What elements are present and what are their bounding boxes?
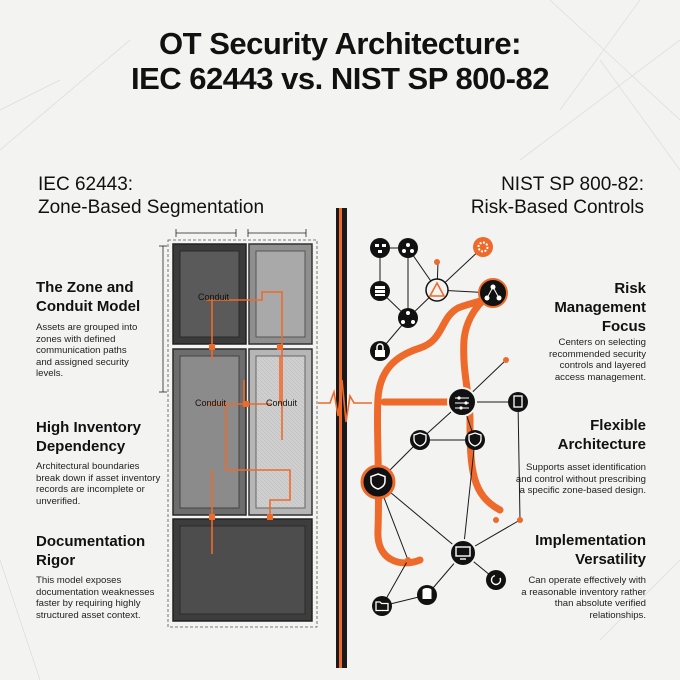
text-line: recommended security (548, 348, 646, 360)
text-line: a reasonable inventory rather (521, 586, 646, 598)
heading-line: Versatility (575, 551, 646, 568)
heading-line: Flexible (590, 417, 646, 434)
text-line: This model exposes (36, 575, 122, 586)
iec-heading: IEC 62443: Zone-Based Segmentation (38, 173, 264, 219)
heading-line: High Inventory (36, 419, 142, 436)
heading-line: Dependency (36, 438, 126, 455)
heading-line: Conduit Model (36, 298, 141, 315)
documentation-text: This model exposes documentation weaknes… (36, 575, 171, 621)
nist-heading-line-2: Risk-Based Controls (470, 197, 644, 218)
zone-conduit-text: Assets are grouped into zones with defin… (36, 322, 171, 380)
shield-icon (410, 430, 430, 450)
lock-icon (370, 341, 390, 361)
text-line: structured asset context. (36, 609, 141, 621)
zone-conduit-heading: The Zone and Conduit Model (36, 278, 171, 316)
heading-line: Architecture (557, 436, 646, 453)
documentation-heading: Documentation Rigor (36, 532, 171, 570)
text-line: faster by requiring highly (36, 598, 141, 610)
heading-line: Rigor (36, 552, 76, 569)
risk-management-text: Centers on selecting recommended securit… (476, 337, 646, 383)
iec-heading-line-1: IEC 62443: (38, 174, 134, 195)
page-title: OT Security Architecture: IEC 62443 vs. … (0, 26, 680, 96)
iec-heading-line-2: Zone-Based Segmentation (38, 197, 265, 218)
folder-icon (372, 596, 392, 616)
conduit-label-2: Conduit (195, 398, 227, 408)
nist-heading-line-1: NIST SP 800-82: (501, 174, 644, 195)
heading-line: Management (554, 299, 646, 316)
inventory-text: Architectural boundaries break down if a… (36, 461, 176, 507)
flexible-architecture-heading: Flexible Architecture (476, 416, 646, 454)
network-icon (398, 238, 418, 258)
heading-line: The Zone and (36, 279, 134, 296)
text-line: access management. (554, 371, 646, 383)
inventory-heading: High Inventory Dependency (36, 418, 171, 456)
text-line: records are incomplete or (36, 484, 145, 496)
database-icon (417, 585, 437, 605)
monitor-icon (449, 539, 477, 567)
dimension-lines (159, 229, 307, 393)
heading-line: Implementation (535, 532, 646, 549)
shield-icon (465, 430, 485, 450)
conduit-label-1: Conduit (198, 292, 230, 302)
warning-icon (425, 278, 449, 302)
text-line: Architectural boundaries (36, 461, 140, 472)
title-line-1: OT Security Architecture: (159, 26, 521, 61)
text-line: than absolute verified (554, 598, 646, 610)
signal-pulse (318, 379, 372, 423)
document-icon (508, 392, 528, 412)
text-line: and assigned security (36, 356, 129, 368)
text-line: zones with defined (36, 333, 116, 345)
gear-icon (473, 237, 493, 257)
heading-line: Risk (614, 280, 646, 297)
implementation-heading: Implementation Versatility (476, 531, 646, 569)
text-line: Can operate effectively with (528, 575, 646, 586)
text-line: Centers on selecting (558, 337, 646, 348)
hierarchy-icon (398, 308, 418, 328)
text-line: break down if asset inventory (36, 472, 161, 484)
text-line: a specific zone-based design. (519, 485, 646, 497)
text-line: unverified. (36, 495, 81, 507)
heading-line: Focus (601, 318, 646, 335)
hierarchy-icon (478, 278, 508, 308)
conduit-nodes (209, 344, 283, 520)
orange-pipelines (373, 289, 504, 567)
implementation-text: Can operate effectively with a reasonabl… (476, 575, 646, 621)
text-line: relationships. (589, 609, 646, 621)
shield-icon (360, 464, 396, 500)
refresh-icon (486, 570, 506, 590)
text-line: Supports asset identification (526, 462, 646, 473)
server-icon (370, 281, 390, 301)
zone-grid (172, 243, 313, 622)
nist-heading: NIST SP 800-82: Risk-Based Controls (471, 173, 644, 219)
text-line: Assets are grouped into (36, 322, 138, 333)
sliders-icon (447, 387, 477, 417)
text-line: controls and layered (559, 360, 646, 372)
text-line: documentation weaknesses (36, 586, 155, 598)
orange-dots (405, 259, 523, 563)
flexible-architecture-text: Supports asset identification and contro… (476, 462, 646, 497)
risk-management-heading: Risk Management Focus (476, 279, 646, 336)
text-line: levels. (36, 368, 64, 380)
network-icon (370, 238, 390, 258)
title-line-2: IEC 62443 vs. NIST SP 800-82 (131, 61, 549, 96)
text-line: communication paths (36, 345, 127, 357)
heading-line: Documentation (36, 533, 146, 550)
conduit-label-3: Conduit (266, 398, 298, 408)
text-line: and control without prescribing (515, 473, 646, 485)
